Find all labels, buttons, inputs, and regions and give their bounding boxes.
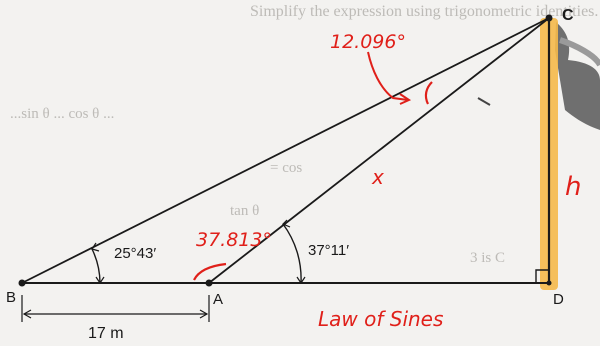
right-angle-mark bbox=[535, 269, 549, 283]
angle-c-annotation: 12.096° bbox=[330, 31, 406, 53]
x-annotation: x bbox=[371, 165, 384, 189]
angle-a-arc bbox=[282, 223, 302, 284]
point-a bbox=[205, 279, 213, 287]
h-annotation: h bbox=[565, 172, 581, 202]
bg-heading: Simplify the expression using trigonomet… bbox=[250, 3, 598, 20]
point-b bbox=[18, 279, 26, 287]
angle-b-arc bbox=[91, 248, 101, 284]
angle-c-mark bbox=[424, 81, 433, 105]
angle-c-arrow bbox=[367, 51, 409, 101]
point-c bbox=[545, 14, 553, 22]
side-ac bbox=[208, 17, 550, 284]
label-d: D bbox=[553, 291, 564, 308]
bg-line-2: = cos bbox=[270, 160, 302, 176]
label-c: C bbox=[562, 7, 574, 24]
method-annotation: Law of Sines bbox=[318, 307, 443, 331]
side-bc bbox=[21, 17, 550, 284]
bg-line-1: ...sin θ ... cos θ ... bbox=[10, 106, 114, 122]
bg-line-3: 3 is C bbox=[470, 250, 505, 266]
angle-bac-mark bbox=[193, 262, 227, 281]
base-length-label: 17 m bbox=[88, 325, 124, 342]
label-b: B bbox=[6, 289, 16, 306]
point-d bbox=[546, 280, 552, 286]
angle-bac-annotation: 37.813° bbox=[196, 229, 272, 251]
angle-a-label: 37°11′ bbox=[308, 242, 349, 259]
angle-b-label: 25°43′ bbox=[114, 245, 156, 262]
label-a: A bbox=[213, 291, 223, 308]
bg-line-4: tan θ bbox=[230, 203, 259, 219]
flag-shape bbox=[555, 22, 600, 130]
